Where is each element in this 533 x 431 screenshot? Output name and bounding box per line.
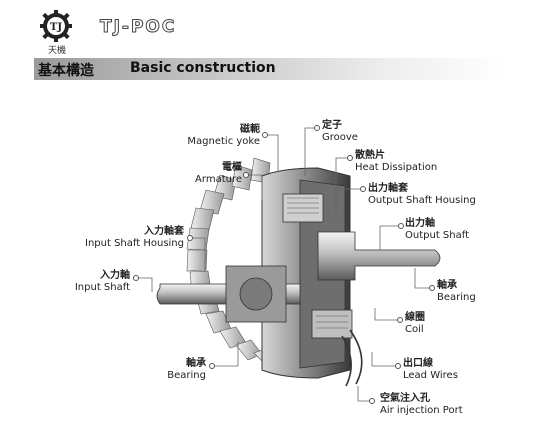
leader-dot [347,155,353,161]
leader-dot [395,363,401,369]
section-header-bar [34,58,506,80]
leader-dot [243,172,249,178]
leader-dot [429,285,435,291]
leader-dot [262,132,268,138]
section-title-cn: 基本構造 [38,63,94,79]
leader-dot [209,363,215,369]
leader-dot [314,125,320,131]
leader-dot [369,398,375,404]
logo-caption: 天機 [48,46,67,56]
leader-dot [187,235,193,241]
leader-dot [360,186,366,192]
section-title-en: Basic construction [130,60,276,76]
output-shaft-shape [317,231,441,281]
leader-dot [398,223,404,229]
product-title: TJ-POC [99,17,177,38]
gear-logo-icon: TJ [40,10,72,42]
leader-lines [136,127,432,402]
leader-dot [397,317,403,323]
leader-dot [133,275,139,281]
logo-initials: TJ [50,22,62,33]
